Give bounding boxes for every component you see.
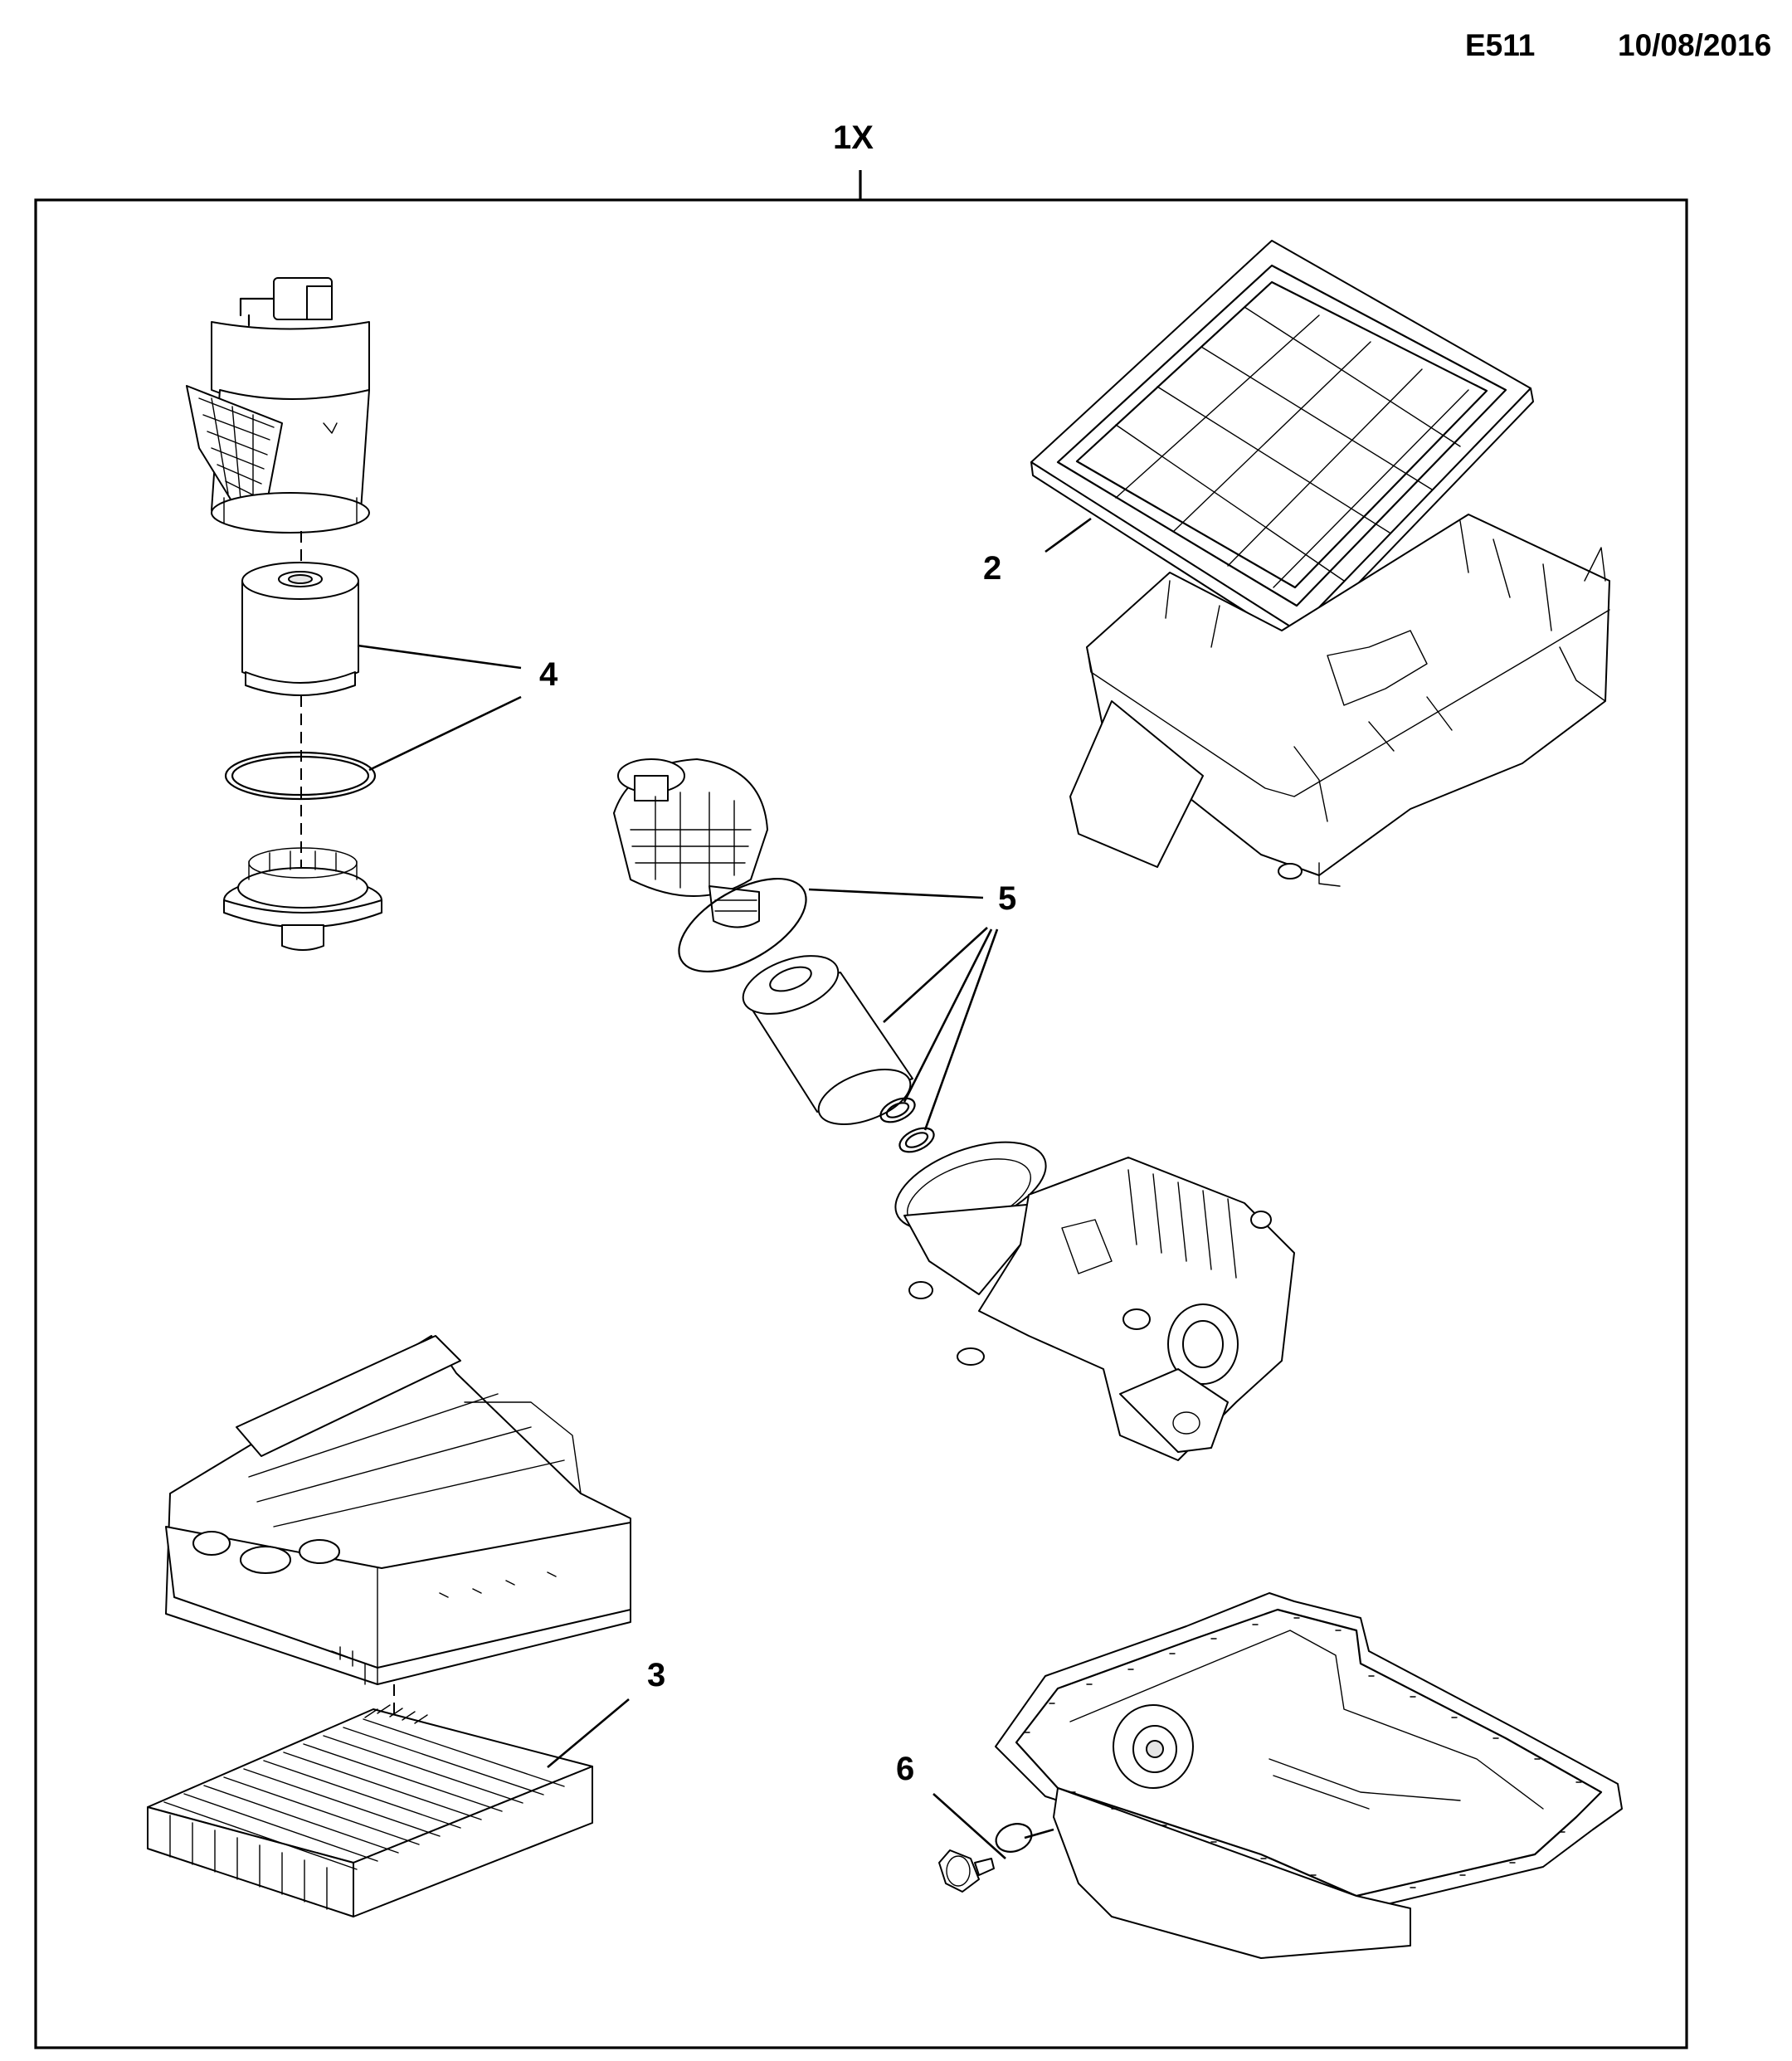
cabin-filter-icon [147,1704,593,1917]
callout-4: 4 [539,656,558,693]
callout-6: 6 [896,1751,915,1787]
leader-line-6 [933,1793,1006,1859]
leader-line-2 [1045,517,1092,553]
air-filter-element-icon [1030,240,1534,646]
leader-line-5c [903,928,993,1103]
leader-line-6b [1024,1828,1054,1839]
oil-filter-seals-icon [879,1097,935,1153]
oil-filter-housing-icon [894,1141,1295,1461]
fuel-filter-housing-icon [186,277,370,534]
leader-line-5b [883,927,988,1023]
oil-pan-icon [995,1592,1623,1959]
fuel-filter-base-icon [223,847,382,951]
hvac-module-icon [165,1335,631,1685]
oil-filter-cap-o-ring-icon [678,877,807,973]
leader-line-3 [547,1698,630,1768]
drain-plug-icon [938,1849,995,1893]
diagram-code: E511 [1465,28,1536,62]
callout-3: 3 [647,1657,666,1693]
oil-filter-cap-icon [613,758,768,928]
leader-line-5a [808,888,984,899]
diagram-date: 10/08/2016 [1618,28,1772,62]
callout-2: 2 [983,550,1002,587]
oil-filter-element-icon [742,955,913,1125]
assembly-label: 1X [833,119,874,156]
leader-line-4b [368,695,522,772]
air-filter-box-icon [1069,514,1610,887]
drain-plug-seal-icon [995,1823,1033,1853]
callout-5: 5 [998,880,1017,917]
leader-line-5d [923,928,999,1131]
fuel-filter-element-icon [241,562,359,696]
fuel-filter-o-ring-icon [224,751,377,801]
leader-line-4a [357,644,522,670]
